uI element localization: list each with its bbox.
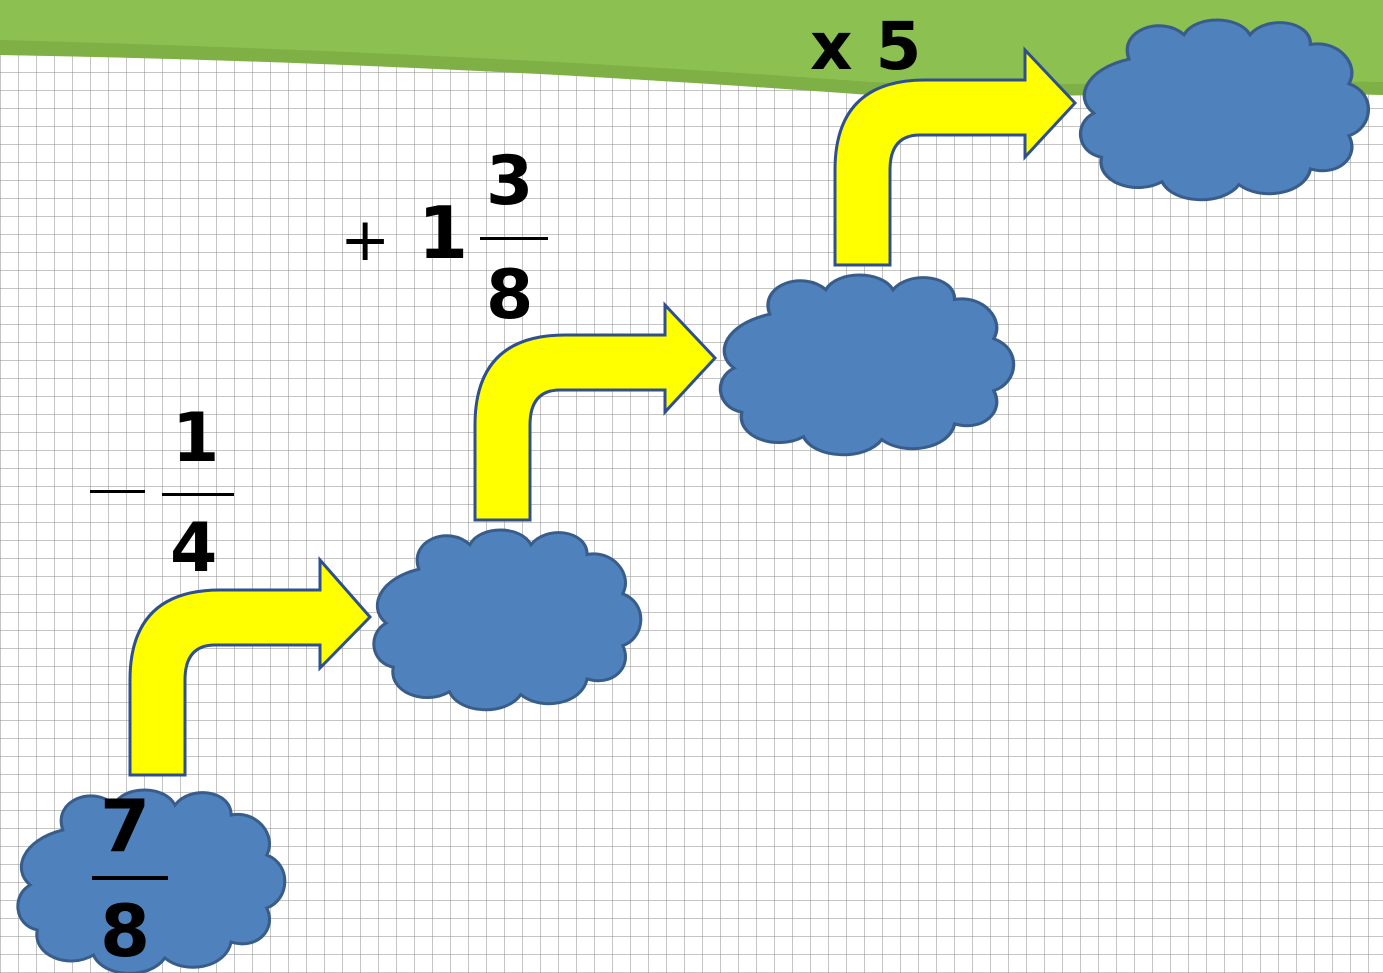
cloud-start — [16, 788, 287, 973]
arrow-1 — [128, 556, 373, 777]
step3-label: x 5 — [810, 8, 922, 85]
step2-whole: 1 — [418, 191, 469, 275]
green-banner-shade — [0, 40, 1383, 97]
arrow-2 — [473, 301, 718, 522]
arrow-3 — [833, 46, 1078, 267]
cloud-2 — [372, 528, 643, 712]
start-fraction-bar — [92, 876, 168, 880]
step2-numerator: 3 — [486, 142, 534, 221]
start-numerator: 7 — [100, 784, 151, 868]
start-denominator: 8 — [100, 889, 151, 973]
step1-denominator: 4 — [170, 509, 218, 588]
step2-denominator: 8 — [486, 256, 534, 335]
step2-plus-sign: + — [340, 205, 391, 275]
step2-fraction-bar — [480, 237, 548, 240]
cloud-3 — [718, 273, 1016, 457]
step1-numerator: 1 — [172, 399, 220, 478]
step1-minus-sign — [90, 490, 145, 493]
step1-fraction-bar — [162, 493, 234, 496]
